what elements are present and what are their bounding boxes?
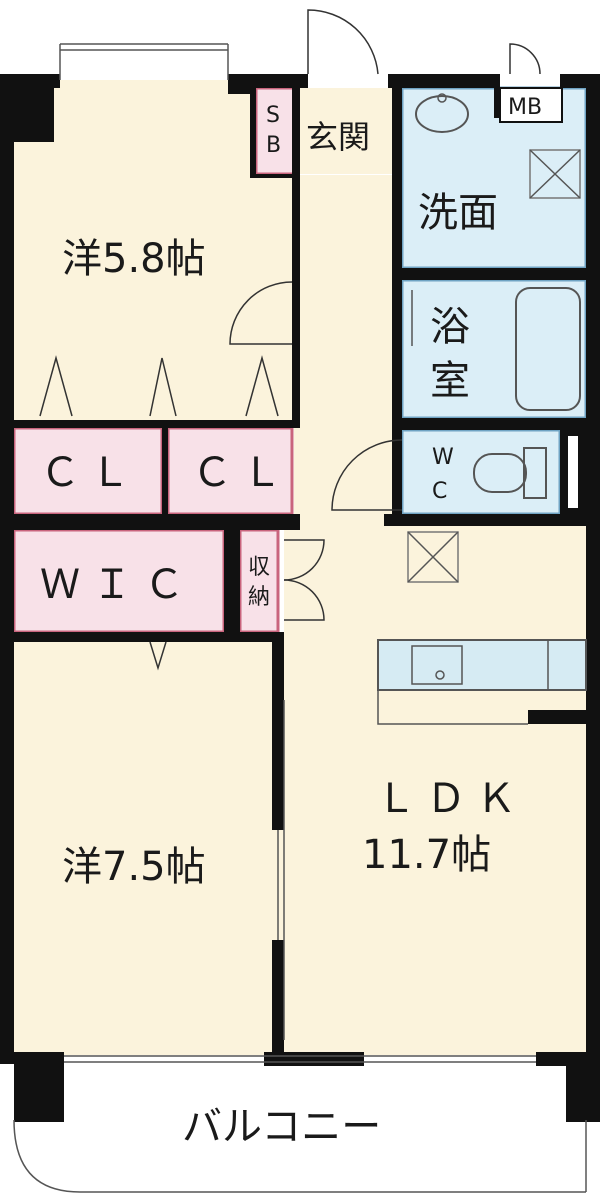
label-washroom: 洗面 xyxy=(418,190,498,236)
label-wc-1: W xyxy=(432,445,454,470)
label-shoe-box-2: B xyxy=(266,133,281,158)
label-entrance: 玄関 xyxy=(306,118,370,156)
door-entrance xyxy=(307,9,379,75)
label-closet-right: ＣＬ xyxy=(192,450,292,496)
ldk-floor xyxy=(284,525,586,1055)
label-bath-2: 室 xyxy=(430,358,470,404)
wall-wic-storage xyxy=(224,530,240,640)
kitchen-bar xyxy=(377,690,528,725)
kitchen-counter xyxy=(377,639,587,691)
wall-entrance-left xyxy=(250,88,256,178)
door-upper-room xyxy=(229,281,293,345)
kitchen-drain xyxy=(435,670,445,680)
label-storage-1: 収 xyxy=(248,555,270,580)
wall-top-right xyxy=(388,74,498,88)
vent-washroom-x2 xyxy=(529,149,581,199)
toilet-floor xyxy=(400,428,562,516)
shoe-box xyxy=(254,86,296,176)
vent-ldk-x2 xyxy=(407,531,459,583)
label-meter-box: MB xyxy=(508,95,542,120)
wall-bath-wc xyxy=(402,418,586,430)
vent-ldk xyxy=(407,531,459,583)
closet-door-fold-3 xyxy=(245,355,279,417)
wall-right xyxy=(586,74,600,1064)
toilet-bowl xyxy=(473,453,527,493)
wall-wic-bottom xyxy=(14,632,284,642)
hallway-floor xyxy=(294,175,394,525)
wall-closet-row-top xyxy=(14,420,300,428)
label-western-lower: 洋7.5帖 xyxy=(62,844,206,890)
label-shoe-box-1: S xyxy=(266,103,280,128)
pillar-top-mid xyxy=(228,74,250,94)
label-ldk-2: 11.7帖 xyxy=(362,832,491,878)
label-closet-left: ＣＬ xyxy=(40,450,140,496)
door-storage-2 xyxy=(283,579,325,621)
wall-kitchen-stub xyxy=(528,710,586,724)
door-toilet xyxy=(331,439,403,511)
closet-door-fold-1 xyxy=(39,355,73,417)
label-balcony: バルコニー xyxy=(182,1104,381,1150)
wall-closet-divider xyxy=(162,428,168,514)
label-wc-2: C xyxy=(432,479,447,504)
wall-wash-bath xyxy=(402,268,586,280)
closet-door-fold-2 xyxy=(149,357,177,417)
room-western-upper-floor xyxy=(14,80,294,420)
wall-closet-row-bottom xyxy=(14,514,300,530)
wall-left xyxy=(0,74,14,1064)
wall-bottom-left xyxy=(14,1052,64,1066)
storage-closet xyxy=(238,528,280,634)
wic-door-fold xyxy=(149,641,167,671)
label-ldk-1: ＬＤＫ xyxy=(376,776,526,822)
wall-sb-bottom xyxy=(250,174,300,178)
washbasin-drain xyxy=(437,93,447,103)
door-mb xyxy=(509,43,541,75)
wall-top-far-right xyxy=(560,74,600,88)
door-storage xyxy=(283,539,325,581)
label-bath-1: 浴 xyxy=(430,304,470,350)
entrance-floor xyxy=(300,88,392,174)
label-wic: ＷＩＣ xyxy=(40,562,196,608)
balcony-outline xyxy=(13,1119,586,1193)
wall-upper-room-right xyxy=(292,88,300,424)
wall-wc-bottom xyxy=(384,514,586,526)
bathtub xyxy=(515,287,581,411)
room-western-lower-floor xyxy=(14,640,284,1055)
wall-mb-left xyxy=(494,74,500,118)
wall-bottom-right xyxy=(536,1052,586,1066)
label-storage-2: 納 xyxy=(248,585,270,610)
wall-lower-room-right xyxy=(272,640,284,830)
closet-left xyxy=(12,426,164,516)
label-western-upper: 洋5.8帖 xyxy=(62,236,206,282)
washbasin xyxy=(415,95,469,133)
toilet-tank xyxy=(523,447,547,499)
meter-box xyxy=(499,87,563,123)
vent-washroom xyxy=(529,149,581,199)
wall-lower-room-right-2 xyxy=(272,940,284,1055)
pillar-top-left xyxy=(14,74,54,142)
kitchen-sink xyxy=(411,645,463,685)
wc-window-slot xyxy=(568,436,578,508)
wall-hall-right xyxy=(392,88,402,520)
